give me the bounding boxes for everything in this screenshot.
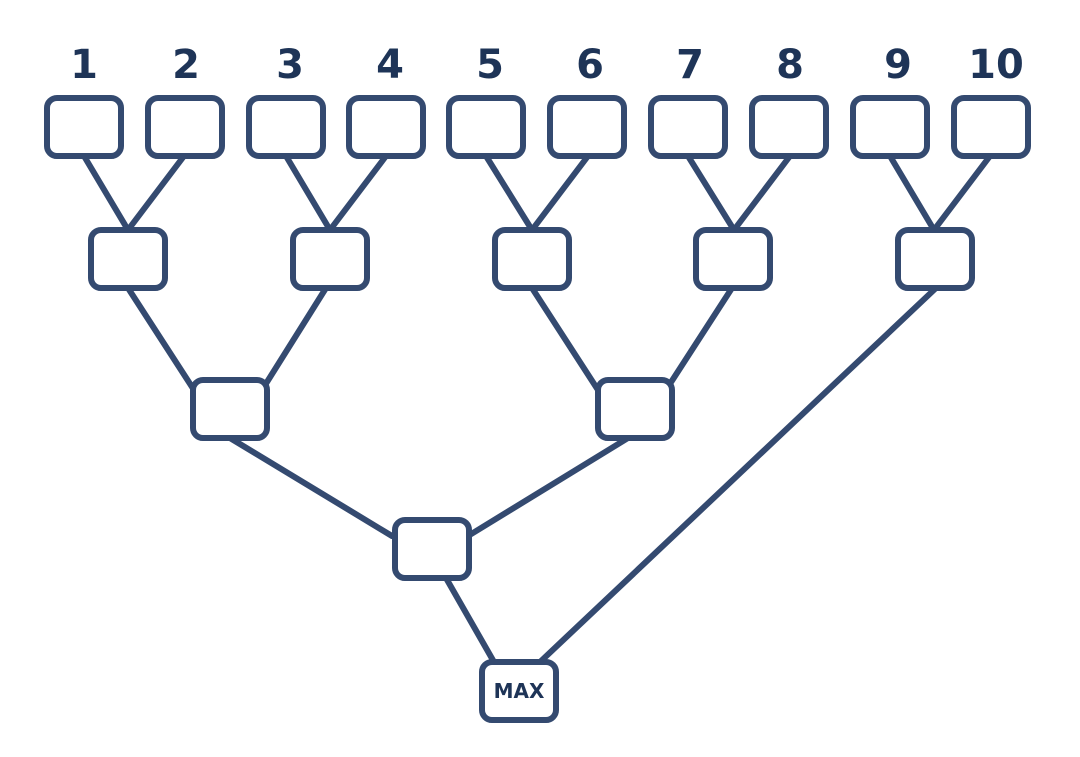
- edge-pair910-to-max: [537, 285, 939, 665]
- input-label-8: 8: [776, 42, 804, 88]
- leaf-box-6: [547, 95, 627, 159]
- input-label-1: 1: [70, 42, 98, 88]
- edge-quad-left-to-semi: [227, 435, 395, 539]
- input-label-10: 10: [968, 42, 1024, 88]
- input-label-3: 3: [276, 42, 304, 88]
- pair-box-1-2: [88, 227, 168, 291]
- max-box: [479, 659, 559, 723]
- edge-leaf2-to-pair12: [125, 153, 187, 233]
- edge-leaf6-to-pair56: [529, 153, 591, 233]
- input-label-5: 5: [476, 42, 504, 88]
- input-label-7: 7: [676, 42, 704, 88]
- edge-leaf10-to-pair910: [931, 153, 993, 233]
- edge-leaf1-to-pair12: [81, 153, 131, 233]
- pair-box-3-4: [290, 227, 370, 291]
- input-label-9: 9: [884, 42, 912, 88]
- input-label-6: 6: [576, 42, 604, 88]
- leaf-boxes: [44, 95, 1031, 159]
- semi-box-1-8: [392, 517, 472, 581]
- leaf-box-4: [346, 95, 426, 159]
- bracket-edges: [81, 153, 993, 665]
- pair-box-9-10: [895, 227, 975, 291]
- edge-quad-right-to-semi: [465, 435, 631, 539]
- edge-leaf3-to-pair34: [283, 153, 333, 233]
- edge-pair12-to-quad: [125, 285, 197, 393]
- quad-box-5-8: [595, 377, 675, 441]
- edge-leaf7-to-pair78: [685, 153, 737, 233]
- pair-box-7-8: [693, 227, 773, 291]
- leaf-box-10: [951, 95, 1031, 159]
- leaf-box-3: [246, 95, 326, 159]
- leaf-box-7: [648, 95, 728, 159]
- max-label: MAX: [494, 679, 545, 703]
- edge-semi-to-max: [443, 575, 497, 665]
- max-node: MAX: [479, 659, 559, 723]
- input-label-4: 4: [376, 42, 404, 88]
- leaf-box-8: [749, 95, 829, 159]
- edge-pair56-to-quad: [529, 285, 601, 393]
- edge-leaf4-to-pair34: [327, 153, 389, 233]
- input-label-2: 2: [172, 42, 200, 88]
- edge-pair34-to-quad: [259, 285, 329, 393]
- input-labels: 1 2 3 4 5 6 7 8 9 10: [70, 42, 1024, 88]
- edge-pair78-to-quad: [663, 285, 735, 393]
- pair-box-5-6: [492, 227, 572, 291]
- quad-boxes: [190, 377, 675, 441]
- edge-leaf9-to-pair910: [887, 153, 937, 233]
- leaf-box-1: [44, 95, 124, 159]
- pair-boxes: [88, 227, 975, 291]
- leaf-box-2: [145, 95, 225, 159]
- leaf-box-9: [850, 95, 930, 159]
- leaf-box-5: [446, 95, 526, 159]
- edge-leaf5-to-pair56: [483, 153, 535, 233]
- quad-box-1-4: [190, 377, 270, 441]
- edge-leaf8-to-pair78: [731, 153, 793, 233]
